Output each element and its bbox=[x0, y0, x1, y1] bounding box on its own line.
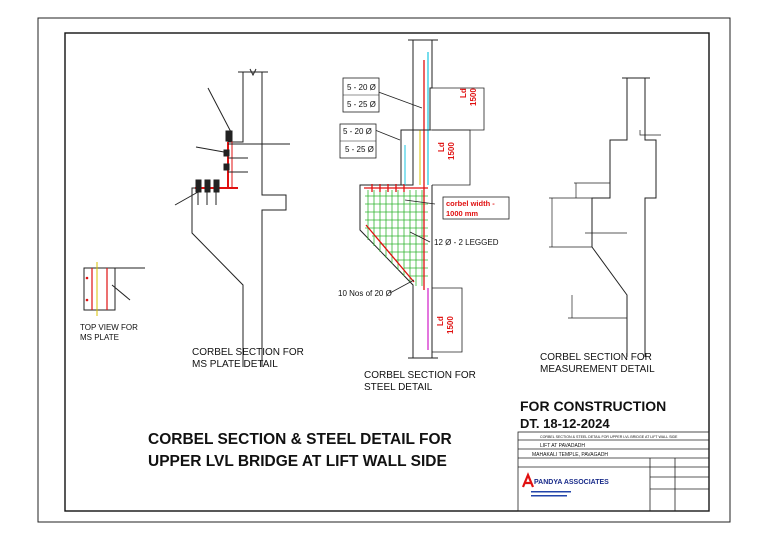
main-title-line-2: UPPER LVL BRIDGE AT LIFT WALL SIDE bbox=[148, 453, 447, 470]
title-block bbox=[517, 431, 710, 512]
corbel-width-box bbox=[442, 196, 510, 220]
steel-caption-1: CORBEL SECTION FOR bbox=[364, 370, 476, 381]
top-view-caption-2: MS PLATE bbox=[80, 333, 119, 342]
ms-plate-caption-2: MS PLATE DETAIL bbox=[192, 359, 278, 370]
bottom-bars-label: 10 Nos of 20 Ø bbox=[338, 289, 392, 298]
svg-text:Ld: Ld bbox=[459, 88, 468, 98]
measurement-caption-2: MEASUREMENT DETAIL bbox=[540, 364, 655, 375]
firm-logo bbox=[521, 472, 571, 497]
measurement-caption-1: CORBEL SECTION FOR bbox=[540, 352, 652, 363]
firm-name: PANDYA ASSOCIATES bbox=[534, 479, 609, 486]
svg-text:Ld: Ld bbox=[436, 316, 445, 326]
outer-border bbox=[37, 17, 731, 523]
title-block-row-3: MAHAKALI TEMPLE, PAVAGADH bbox=[532, 452, 608, 458]
status-label: FOR CONSTRUCTION bbox=[520, 398, 666, 414]
title-block-row-2: LIFT AT PAVADADH bbox=[540, 443, 585, 449]
date-label: DT. 18-12-2024 bbox=[520, 416, 610, 431]
top-view-plate bbox=[83, 262, 145, 316]
ld-dim-bottom: Ld 1500 bbox=[436, 316, 455, 334]
inner-border bbox=[64, 32, 710, 512]
bar-label-2: 5 - 25 Ø bbox=[347, 100, 376, 109]
svg-text:1500: 1500 bbox=[446, 316, 455, 334]
stirrups-label: 12 Ø - 2 LEGGED bbox=[434, 238, 499, 247]
corbel-width-1: corbel width - bbox=[446, 199, 495, 208]
measurement-section bbox=[549, 77, 661, 357]
bar-label-3: 5 - 20 Ø bbox=[343, 127, 372, 136]
corbel-width-2: 1000 mm bbox=[446, 209, 478, 218]
svg-text:1500: 1500 bbox=[469, 88, 478, 106]
bar-label-4: 5 - 25 Ø bbox=[345, 145, 374, 154]
ld-dim-mid: Ld 1500 bbox=[437, 142, 456, 160]
bar-label-1: 5 - 20 Ø bbox=[347, 83, 376, 92]
svg-text:Ld: Ld bbox=[437, 142, 446, 152]
steel-section bbox=[359, 39, 485, 359]
steel-caption-2: STEEL DETAIL bbox=[364, 382, 433, 393]
top-view-caption-1: TOP VIEW FOR bbox=[80, 323, 138, 332]
title-block-row-1: CORBEL SECTION & STEEL DETAIL FOR UPPER … bbox=[540, 435, 678, 439]
main-title-line-1: CORBEL SECTION & STEEL DETAIL FOR bbox=[148, 431, 452, 448]
svg-text:1500: 1500 bbox=[447, 142, 456, 160]
ms-plate-section bbox=[174, 68, 290, 367]
ld-dim-top: Ld 1500 bbox=[459, 88, 478, 106]
ms-plate-caption-1: CORBEL SECTION FOR bbox=[192, 347, 304, 358]
